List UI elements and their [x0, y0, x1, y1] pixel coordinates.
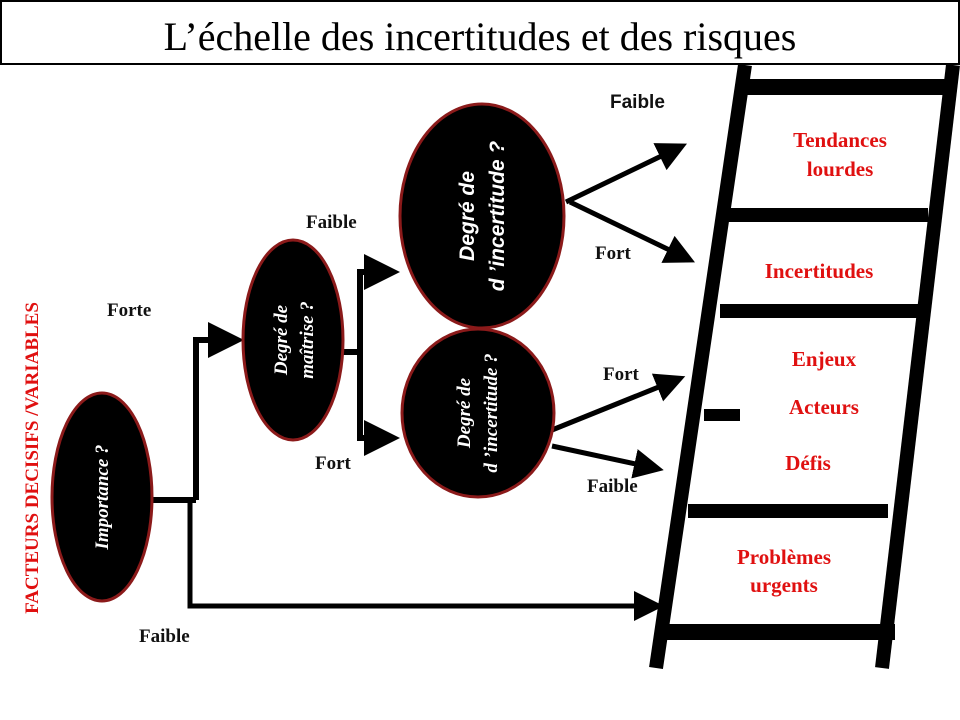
node-importance [50, 391, 154, 603]
ladder-label-enjeux: Enjeux [792, 347, 857, 371]
ladder-label-urgents: urgents [750, 573, 818, 597]
arrow-bottom-fort [551, 373, 686, 433]
label-forte: Forte [107, 300, 151, 321]
arrow-faible [187, 500, 664, 621]
arrow-maitrise-fort [357, 352, 400, 456]
ladder-label-tendances: Tendances [793, 128, 887, 152]
ladder [649, 63, 960, 670]
label-importance-faible: Faible [139, 626, 190, 647]
node-maitrise [241, 238, 345, 442]
node-incertitude-bottom-label-1: Degré de [454, 377, 475, 449]
arrow-bottom-faible [551, 443, 664, 479]
node-importance-label: Importance ? [92, 444, 113, 550]
arrow-top-faible [564, 143, 688, 205]
ladder-left-rail [649, 63, 752, 670]
ladder-label-acteurs: Acteurs [789, 395, 859, 419]
label-bottom-faible: Faible [587, 476, 638, 497]
node-incertitude-top-label-2: d ’incertitude ? [486, 141, 509, 292]
ladder-label-lourdes: lourdes [807, 157, 874, 181]
label-bottom-fort: Fort [603, 364, 640, 385]
page-title: L’échelle des incertitudes et des risque… [164, 14, 797, 59]
arrow-top-fort [568, 199, 696, 263]
connectors [152, 143, 696, 621]
ladder-label-problemes: Problèmes [737, 545, 831, 569]
ladder-rung [740, 79, 955, 95]
node-maitrise-label-2: maîtrise ? [297, 301, 318, 379]
node-incertitude-top [398, 102, 566, 330]
ladder-right-rail [875, 64, 960, 669]
ladder-rung [728, 208, 928, 222]
ladder-rung [720, 304, 920, 318]
node-incertitude-bottom [400, 327, 556, 499]
title-box [0, 0, 960, 65]
side-label: FACTEURS DECISIFS /VARIABLES [22, 302, 43, 614]
ladder-label-incertitudes: Incertitudes [765, 259, 874, 283]
arrow-forte [193, 322, 244, 500]
label-top-faible: Faible [610, 92, 665, 113]
node-maitrise-label-1: Degré de [271, 304, 292, 376]
arrow-maitrise-faible [357, 254, 400, 352]
label-top-fort: Fort [595, 243, 632, 264]
node-incertitude-bottom-label-2: d ’incertitude ? [481, 353, 502, 472]
ladder-rung [688, 504, 888, 518]
label-maitrise-faible: Faible [306, 212, 357, 233]
label-maitrise-fort: Fort [315, 453, 352, 474]
ladder-rung [665, 624, 895, 640]
ladder-label-defis: Défis [785, 451, 831, 475]
node-incertitude-top-label-1: Degré de [456, 171, 479, 261]
ladder-rung [704, 409, 740, 421]
